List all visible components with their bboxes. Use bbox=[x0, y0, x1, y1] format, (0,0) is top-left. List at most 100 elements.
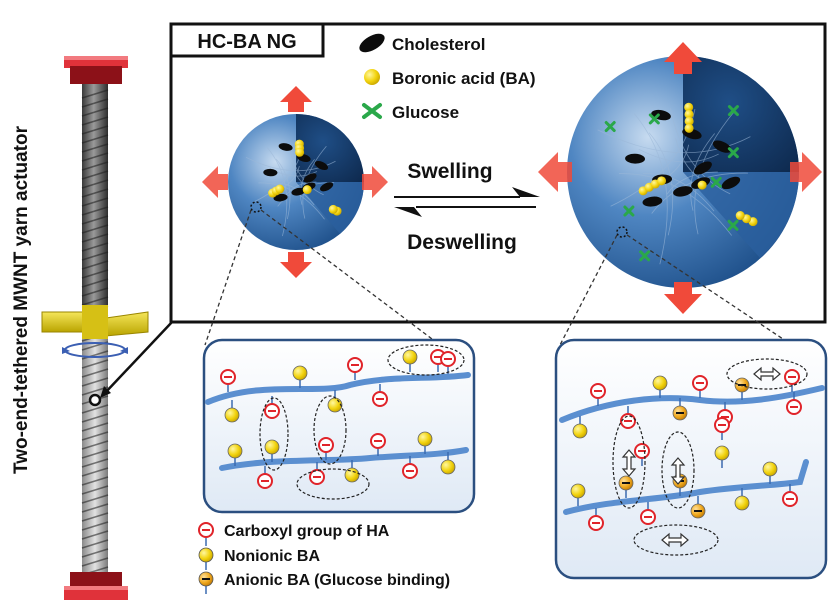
nonionic-ba bbox=[264, 439, 280, 462]
legend-top-label-1: Boronic acid (BA) bbox=[392, 69, 536, 88]
pair-group bbox=[726, 358, 808, 390]
twist-line bbox=[81, 251, 109, 261]
twist-line bbox=[81, 287, 109, 297]
network-strand bbox=[669, 108, 731, 195]
glucose-molecule bbox=[727, 147, 739, 159]
twist-line bbox=[81, 521, 109, 531]
twist-line bbox=[81, 467, 109, 477]
twist-line bbox=[81, 233, 109, 243]
cholesterol-particle bbox=[273, 193, 288, 202]
network-strand bbox=[272, 182, 315, 206]
glucose-molecule bbox=[727, 219, 739, 231]
pair-group bbox=[633, 524, 719, 556]
twist-line bbox=[81, 503, 109, 513]
detail-box-left bbox=[202, 338, 476, 514]
cholesterol-particle bbox=[263, 168, 278, 177]
twist-line bbox=[81, 170, 109, 180]
ba-particle bbox=[328, 204, 338, 214]
arrow-left-large bbox=[538, 152, 572, 192]
twist-line bbox=[81, 458, 109, 468]
cholesterol-particle bbox=[673, 186, 693, 197]
ba-particle bbox=[302, 185, 312, 195]
carboxyl-group-icon bbox=[198, 522, 214, 546]
twist-line bbox=[81, 269, 109, 279]
small-zoom-marker bbox=[250, 201, 262, 213]
arrow-down-small bbox=[280, 252, 312, 278]
double-arrow-icon bbox=[670, 457, 686, 485]
nonionic-ba bbox=[570, 483, 586, 506]
twist-line bbox=[81, 476, 109, 486]
polymer-chain bbox=[559, 385, 825, 423]
twist-line bbox=[81, 125, 109, 135]
ba-particle bbox=[684, 109, 694, 119]
glucose-molecule bbox=[710, 176, 722, 188]
network-strand bbox=[643, 173, 715, 212]
nonionic-ba bbox=[762, 461, 778, 484]
twist-line bbox=[81, 98, 109, 108]
boronic-acid-icon bbox=[364, 69, 380, 85]
nonionic-ba bbox=[734, 488, 750, 511]
twist-line bbox=[81, 161, 109, 171]
carboxyl-group bbox=[370, 433, 386, 456]
pair-group bbox=[259, 397, 289, 471]
arrow-right-large bbox=[790, 152, 822, 192]
network-strand bbox=[300, 159, 315, 205]
glucose-molecule bbox=[623, 205, 635, 217]
ba-particle bbox=[684, 123, 694, 133]
legend-bottom-label-1: Nonionic BA bbox=[224, 548, 320, 565]
carboxyl-group bbox=[309, 462, 325, 485]
nonionic-ba bbox=[344, 460, 360, 483]
twist-line bbox=[81, 422, 109, 432]
anionic-ba-icon bbox=[198, 571, 214, 594]
twist-line bbox=[81, 359, 109, 369]
legend-bottom-label-0: Carboxyl group of HA bbox=[224, 523, 390, 540]
paddle-icon bbox=[41, 305, 149, 339]
carboxyl-group bbox=[440, 351, 456, 374]
ba-particle bbox=[697, 180, 707, 190]
twist-line bbox=[81, 494, 109, 504]
twist-line bbox=[81, 260, 109, 270]
rotation-arrow-icon bbox=[62, 342, 128, 358]
nonionic-ba bbox=[652, 375, 668, 398]
anionic-ba bbox=[690, 496, 706, 519]
double-arrow-icon bbox=[661, 532, 689, 548]
glucose-molecule bbox=[727, 105, 739, 117]
network-strand bbox=[267, 147, 288, 237]
twist-line bbox=[81, 296, 109, 306]
network-strand bbox=[638, 148, 719, 163]
ba-particle bbox=[295, 147, 305, 157]
twist-line bbox=[81, 224, 109, 234]
yarn-twist-lines bbox=[81, 89, 109, 576]
twist-line bbox=[81, 134, 109, 144]
pair-group bbox=[387, 344, 465, 376]
twist-line bbox=[81, 215, 109, 225]
twist-line bbox=[81, 116, 109, 126]
nonionic-ba bbox=[440, 452, 456, 475]
carboxyl-group bbox=[692, 375, 708, 398]
panel-title: HC-BA NG bbox=[197, 31, 296, 53]
pointer-arrowhead bbox=[100, 386, 111, 398]
legend-top-label-0: Cholesterol bbox=[392, 35, 486, 54]
carboxyl-group bbox=[786, 392, 802, 415]
pair-group bbox=[313, 395, 347, 465]
carboxyl-group bbox=[588, 508, 604, 531]
top-clamp-icon bbox=[64, 56, 128, 84]
twist-line bbox=[81, 485, 109, 495]
zoom-lines bbox=[204, 209, 793, 346]
twist-line bbox=[81, 530, 109, 540]
arrow-up-small bbox=[280, 86, 312, 112]
nonionic-ba bbox=[572, 416, 588, 439]
twist-line bbox=[81, 557, 109, 567]
anionic-ba bbox=[672, 398, 688, 421]
ba-particle bbox=[684, 116, 694, 126]
twist-line bbox=[81, 107, 109, 117]
nonionic-ba bbox=[227, 443, 243, 466]
swelling-label: Swelling bbox=[407, 160, 492, 183]
legend-top-label-2: Glucose bbox=[392, 103, 459, 122]
nonionic-ba bbox=[402, 349, 418, 372]
carboxyl-group bbox=[620, 406, 636, 429]
carboxyl-group bbox=[782, 484, 798, 507]
twist-line bbox=[81, 206, 109, 216]
cholesterol-particle bbox=[291, 187, 306, 196]
